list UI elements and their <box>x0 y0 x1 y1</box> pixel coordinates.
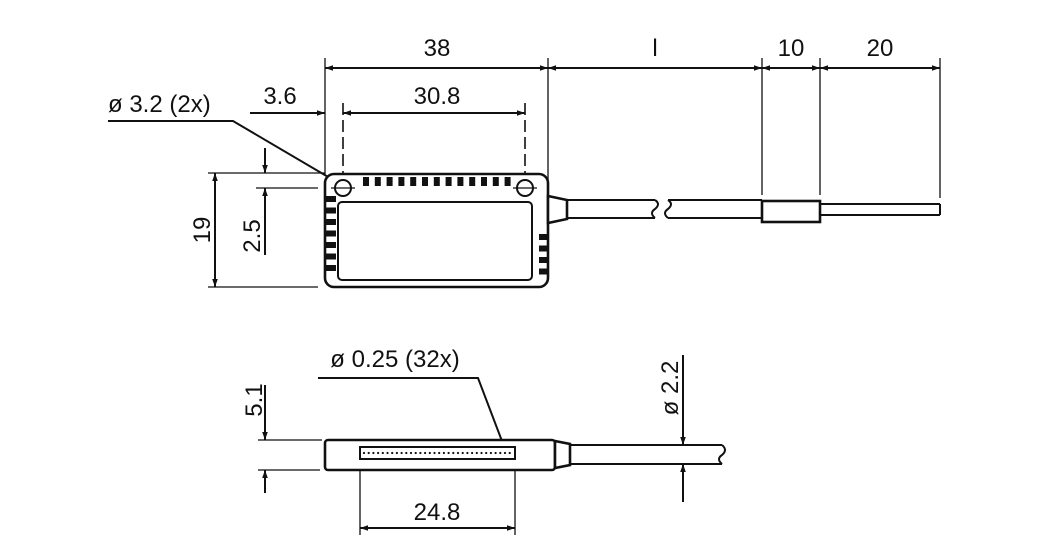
cooling-slots <box>326 177 548 275</box>
side-view: ø 0.25 (32x) 5.1 24.8 ø 2.2 <box>241 346 726 535</box>
slot <box>504 177 511 186</box>
fiber-dot <box>391 451 394 455</box>
fiber-dot <box>381 451 384 455</box>
dim-sleeve-length: 10 <box>778 35 805 62</box>
fiber-dot <box>461 451 464 455</box>
fiber-dot <box>489 451 492 455</box>
module-body <box>323 172 550 289</box>
slot <box>539 257 548 263</box>
fiber-dot <box>433 451 436 455</box>
slot <box>386 177 393 186</box>
slot <box>326 207 336 214</box>
fiber-dot <box>471 451 474 455</box>
fiber-dot <box>499 451 502 455</box>
slot <box>457 177 464 186</box>
fiber-callout: ø 0.25 (32x) <box>330 346 459 373</box>
fiber-dot <box>405 451 408 455</box>
slot <box>539 268 548 275</box>
slot <box>326 196 336 202</box>
fiber-dot <box>503 451 507 455</box>
fiber-dot <box>475 451 478 455</box>
fiber-dot <box>400 451 403 455</box>
slot <box>492 177 499 186</box>
slot <box>326 242 336 248</box>
fiber-dot <box>386 451 389 455</box>
fiber-dot <box>452 451 455 455</box>
dim-cable-diameter: ø 2.2 <box>657 361 684 416</box>
slot <box>398 177 405 186</box>
fiber-dot <box>419 451 422 455</box>
fiber-dot <box>409 451 413 455</box>
slot <box>374 177 381 186</box>
slot <box>539 234 548 240</box>
dim-body-length: 38 <box>424 35 451 62</box>
fiber-dot <box>485 451 488 455</box>
slot <box>410 177 417 186</box>
slot <box>363 177 369 186</box>
dim-height: 19 <box>189 217 216 244</box>
slot <box>326 253 336 260</box>
dim-hole-spacing: 30.8 <box>414 83 461 110</box>
fiber-dot <box>372 451 375 455</box>
dim-array-length: 24.8 <box>414 499 461 526</box>
top-view: 38 l 10 20 30.8 3.6 ø 3.2 (2x) 19 2.5 <box>108 35 941 289</box>
slot <box>433 177 440 186</box>
fiber-dot <box>424 451 427 455</box>
slot <box>539 245 548 252</box>
cable <box>546 194 941 225</box>
slot <box>481 177 487 186</box>
fiber-dot <box>377 451 380 455</box>
fiber-dots <box>362 451 511 455</box>
fiber-dot <box>508 451 511 455</box>
fiber-dot <box>447 451 450 455</box>
fiber-dot <box>438 451 441 455</box>
slot <box>326 230 336 237</box>
hole-callout: ø 3.2 (2x) <box>108 91 211 118</box>
dim-thickness: 5.1 <box>241 383 268 416</box>
slot <box>326 265 336 271</box>
slot <box>469 177 476 186</box>
slot <box>422 177 428 186</box>
fiber-dot <box>414 451 417 455</box>
fiber-dot <box>442 451 445 455</box>
fiber-dot <box>395 451 398 455</box>
dim-cable-end: 20 <box>867 35 894 62</box>
fiber-dot <box>362 451 366 455</box>
slot <box>326 219 336 225</box>
fiber-dot <box>466 451 469 455</box>
fiber-dot <box>480 451 483 455</box>
dim-hole-from-edge: 2.5 <box>239 219 266 252</box>
fiber-array <box>359 446 516 460</box>
fiber-dot <box>494 451 497 455</box>
fiber-dot <box>428 451 431 455</box>
dim-cable-length: l <box>652 35 657 62</box>
fiber-dot <box>367 451 370 455</box>
slot <box>445 177 452 186</box>
fiber-dot <box>456 451 460 455</box>
dimension-lines <box>108 65 940 287</box>
extension-lines <box>208 58 941 288</box>
cable-sleeve <box>760 199 822 224</box>
dim-hole-offset: 3.6 <box>263 83 296 110</box>
